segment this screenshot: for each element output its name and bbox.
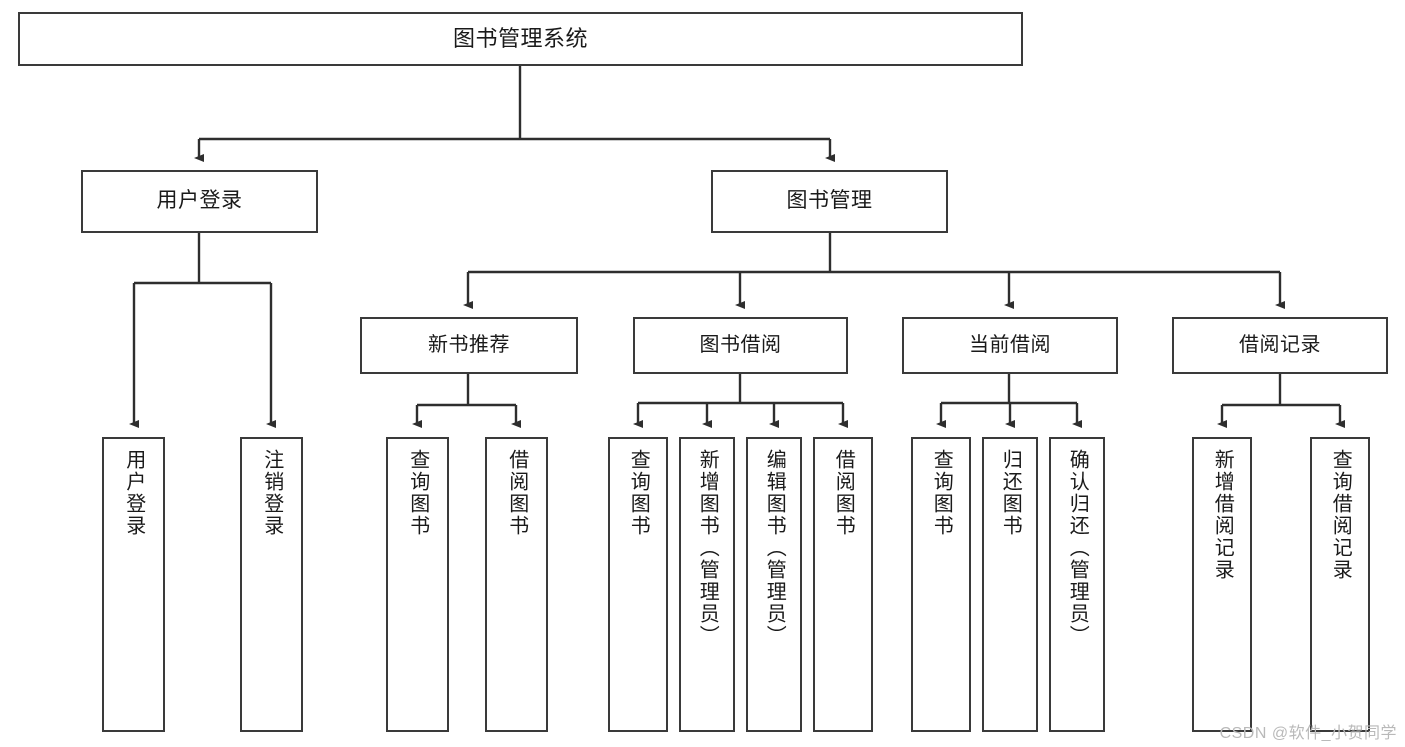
node-root[interactable]: 图书管理系统	[18, 12, 1023, 66]
leaf-query-borrow-record-label: 查询借阅记录	[1329, 449, 1352, 581]
node-current-borrow[interactable]: 当前借阅	[902, 317, 1118, 374]
node-user-login[interactable]: 用户登录	[81, 170, 318, 233]
leaf-query-books-current[interactable]: 查询图书	[911, 437, 971, 732]
leaf-user-login[interactable]: 用户登录	[102, 437, 165, 732]
leaf-logout-label: 注销登录	[260, 449, 283, 537]
leaf-return-book-label: 归还图书	[999, 449, 1022, 537]
leaf-add-book-admin-label: 新增图书（管理员）	[696, 449, 719, 647]
node-borrow-records[interactable]: 借阅记录	[1172, 317, 1388, 374]
leaf-query-borrow-record[interactable]: 查询借阅记录	[1310, 437, 1370, 732]
leaf-edit-book-admin[interactable]: 编辑图书（管理员）	[746, 437, 802, 732]
leaf-add-borrow-record[interactable]: 新增借阅记录	[1192, 437, 1252, 732]
node-root-label: 图书管理系统	[452, 26, 588, 52]
watermark: CSDN @软件_小贺同学	[1219, 725, 1397, 742]
node-book-management-label: 图书管理	[786, 189, 873, 213]
leaf-query-books-recommend[interactable]: 查询图书	[386, 437, 449, 732]
leaf-add-borrow-record-label: 新增借阅记录	[1211, 449, 1234, 581]
leaf-borrow-books-recommend-label: 借阅图书	[505, 449, 528, 537]
leaf-logout[interactable]: 注销登录	[240, 437, 303, 732]
node-new-book-recommend[interactable]: 新书推荐	[360, 317, 578, 374]
node-current-borrow-label: 当前借阅	[969, 334, 1051, 356]
leaf-edit-book-admin-label: 编辑图书（管理员）	[763, 449, 786, 647]
leaf-borrow-book[interactable]: 借阅图书	[813, 437, 873, 732]
node-book-borrow-label: 图书借阅	[699, 334, 782, 356]
leaf-confirm-return-admin-label: 确认归还（管理员）	[1066, 449, 1089, 647]
node-book-borrow[interactable]: 图书借阅	[633, 317, 848, 374]
leaf-user-login-label: 用户登录	[122, 449, 145, 537]
leaf-query-books-recommend-label: 查询图书	[406, 449, 429, 537]
leaf-query-books-current-label: 查询图书	[930, 449, 953, 537]
leaf-add-book-admin[interactable]: 新增图书（管理员）	[679, 437, 735, 732]
leaf-query-books-borrow-label: 查询图书	[627, 449, 650, 537]
leaf-borrow-books-recommend[interactable]: 借阅图书	[485, 437, 548, 732]
leaf-query-books-borrow[interactable]: 查询图书	[608, 437, 668, 732]
node-user-login-label: 用户登录	[156, 189, 243, 213]
node-book-management[interactable]: 图书管理	[711, 170, 948, 233]
leaf-confirm-return-admin[interactable]: 确认归还（管理员）	[1049, 437, 1105, 732]
node-new-book-recommend-label: 新书推荐	[428, 334, 510, 356]
leaf-return-book[interactable]: 归还图书	[982, 437, 1038, 732]
leaf-borrow-book-label: 借阅图书	[832, 449, 855, 537]
node-borrow-records-label: 借阅记录	[1239, 334, 1321, 356]
